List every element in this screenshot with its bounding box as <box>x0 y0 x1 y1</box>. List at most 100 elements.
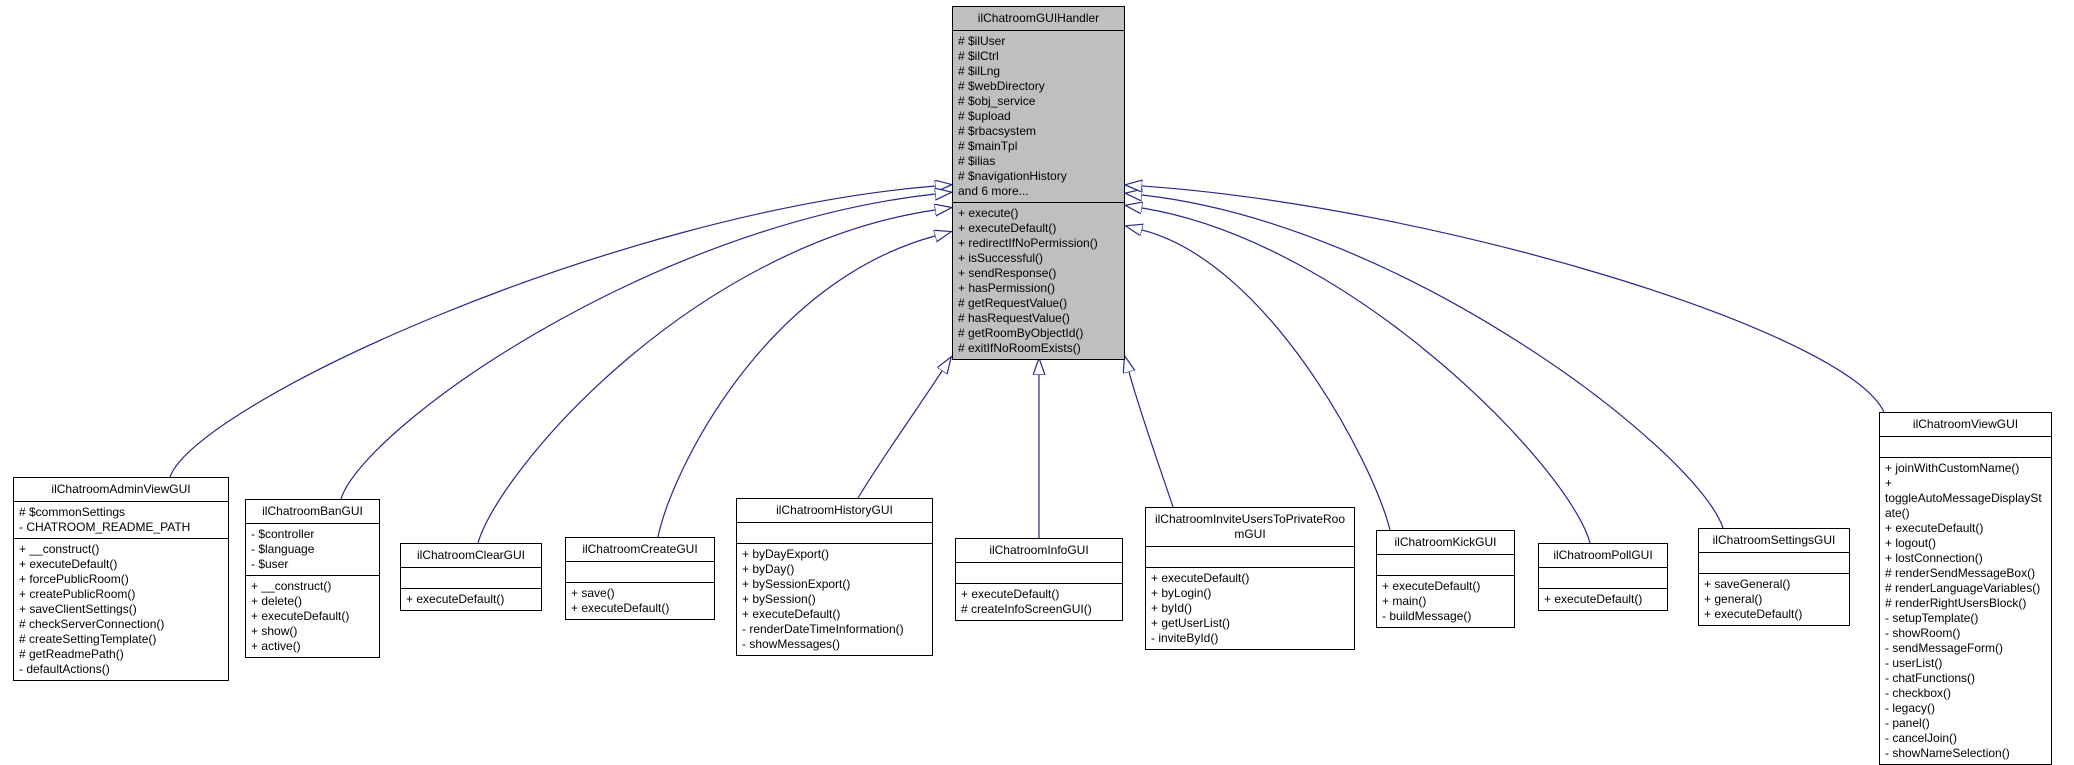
method-row: # exitIfNoRoomExists() <box>958 341 1081 355</box>
class-name[interactable]: ilChatroomViewGUI <box>1880 413 2051 437</box>
class-methods: + byDayExport()+ byDay()+ bySessionExpor… <box>737 544 932 655</box>
field-row: # $upload <box>958 109 1011 123</box>
method-row: - inviteById() <box>1151 631 1219 645</box>
field-row: and 6 more... <box>958 184 1029 198</box>
class-methods: + __construct()+ executeDefault()+ force… <box>14 539 228 680</box>
class-box-ilChatroomHistoryGUI[interactable]: ilChatroomHistoryGUI + byDayExport()+ by… <box>736 498 933 656</box>
field-row: - CHATROOM_README_PATH <box>19 520 191 534</box>
method-row: + __construct() <box>19 542 100 556</box>
method-row: + saveGeneral() <box>1704 577 1791 591</box>
class-name[interactable]: ilChatroomPollGUI <box>1539 544 1667 568</box>
class-name[interactable]: ilChatroomHistoryGUI <box>737 499 932 523</box>
method-row: + lostConnection() <box>1885 551 1983 565</box>
method-row: + show() <box>251 624 298 638</box>
class-box-ilChatroomInfoGUI[interactable]: ilChatroomInfoGUI + executeDefault()# cr… <box>955 538 1123 621</box>
method-row: + byDay() <box>742 562 795 576</box>
method-row: + executeDefault() <box>19 557 118 571</box>
class-box-ilChatroomGUIHandler[interactable]: ilChatroomGUIHandler # $ilUser# $ilCtrl#… <box>952 6 1125 360</box>
inheritance-edge <box>1142 186 1885 413</box>
class-box-ilChatroomClearGUI[interactable]: ilChatroomClearGUI + executeDefault() <box>400 543 542 611</box>
class-methods: + executeDefault() <box>401 589 541 610</box>
class-methods: + save()+ executeDefault() <box>566 583 714 619</box>
method-row: - chatFunctions() <box>1885 671 1976 685</box>
method-row: # getRoomByObjectId() <box>958 326 1084 340</box>
method-row: # renderLanguageVariables() <box>1885 581 2041 595</box>
class-methods: + __construct()+ delete()+ executeDefaul… <box>246 576 379 657</box>
class-fields <box>1699 553 1849 574</box>
class-name[interactable]: ilChatroomCreateGUI <box>566 538 714 562</box>
class-name[interactable]: ilChatroomSettingsGUI <box>1699 529 1849 553</box>
method-row: + executeDefault() <box>406 592 505 606</box>
method-row: + active() <box>251 639 301 653</box>
method-row: + delete() <box>251 594 303 608</box>
class-box-ilChatroomSettingsGUI[interactable]: ilChatroomSettingsGUI + saveGeneral()+ g… <box>1698 528 1850 626</box>
method-row: - cancelJoin() <box>1885 731 1958 745</box>
method-row: - setupTemplate() <box>1885 611 1979 625</box>
field-row: # $webDirectory <box>958 79 1045 93</box>
method-row: # renderRightUsersBlock() <box>1885 596 2027 610</box>
class-methods: + joinWithCustomName()+ toggleAutoMessag… <box>1880 458 2051 764</box>
method-row: # checkServerConnection() <box>19 617 165 631</box>
field-row: # $ilLng <box>958 64 1001 78</box>
method-row: + byLogin() <box>1151 586 1212 600</box>
method-row: + general() <box>1704 592 1763 606</box>
class-name[interactable]: ilChatroomInviteUsersToPrivateRoomGUI <box>1146 508 1354 547</box>
method-row: + hasPermission() <box>958 281 1056 295</box>
method-row: # getReadmePath() <box>19 647 124 661</box>
method-row: + toggleAutoMessageDisplayState() <box>1885 476 2042 520</box>
class-name[interactable]: ilChatroomKickGUI <box>1377 531 1514 555</box>
method-row: + redirectIfNoPermission() <box>958 236 1098 250</box>
class-box-ilChatroomKickGUI[interactable]: ilChatroomKickGUI + executeDefault()+ ma… <box>1376 530 1515 628</box>
method-row: - showNameSelection() <box>1885 746 2010 760</box>
method-row: - showRoom() <box>1885 626 1961 640</box>
field-row: # $commonSettings <box>19 505 126 519</box>
method-row: - userList() <box>1885 656 1943 670</box>
class-methods: + execute()+ executeDefault()+ redirectI… <box>953 203 1124 359</box>
class-fields: # $commonSettings- CHATROOM_README_PATH <box>14 502 228 539</box>
method-row: - checkbox() <box>1885 686 1952 700</box>
method-row: + forcePublicRoom() <box>19 572 129 586</box>
class-box-ilChatroomInviteUsersToPrivateRoomGUI[interactable]: ilChatroomInviteUsersToPrivateRoomGUI + … <box>1145 507 1355 650</box>
method-row: # getRequestValue() <box>958 296 1068 310</box>
method-row: # hasRequestValue() <box>958 311 1070 325</box>
class-name[interactable]: ilChatroomBanGUI <box>246 500 379 524</box>
method-row: - legacy() <box>1885 701 1936 715</box>
class-box-ilChatroomAdminViewGUI[interactable]: ilChatroomAdminViewGUI # $commonSettings… <box>13 477 229 681</box>
method-row: + executeDefault() <box>1151 571 1250 585</box>
method-row: + bySession() <box>742 592 816 606</box>
class-name[interactable]: ilChatroomClearGUI <box>401 544 541 568</box>
class-box-ilChatroomViewGUI[interactable]: ilChatroomViewGUI + joinWithCustomName()… <box>1879 412 2052 765</box>
method-row: + executeDefault() <box>1704 607 1803 621</box>
method-row: + saveClientSettings() <box>19 602 137 616</box>
method-row: - defaultActions() <box>19 662 110 676</box>
inheritance-edge <box>1129 372 1174 508</box>
inheritance-edge <box>657 236 935 538</box>
inheritance-edge <box>1142 195 1724 529</box>
class-name[interactable]: ilChatroomAdminViewGUI <box>14 478 228 502</box>
class-fields <box>1880 437 2051 458</box>
method-row: # createInfoScreenGUI() <box>961 602 1092 616</box>
method-row: + executeDefault() <box>571 601 670 615</box>
class-box-ilChatroomBanGUI[interactable]: ilChatroomBanGUI - $controller- $languag… <box>245 499 380 658</box>
method-row: + byDayExport() <box>742 547 830 561</box>
field-row: # $mainTpl <box>958 139 1018 153</box>
method-row: - panel() <box>1885 716 1930 730</box>
method-row: + executeDefault() <box>1544 592 1643 606</box>
class-fields <box>1377 555 1514 576</box>
class-methods: + executeDefault()+ byLogin()+ byId()+ g… <box>1146 568 1354 649</box>
method-row: + bySessionExport() <box>742 577 851 591</box>
method-row: # createSettingTemplate() <box>19 632 157 646</box>
method-row: + executeDefault() <box>742 607 841 621</box>
method-row: + executeDefault() <box>251 609 350 623</box>
method-row: + byId() <box>1151 601 1193 615</box>
method-row: + save() <box>571 586 615 600</box>
class-box-ilChatroomCreateGUI[interactable]: ilChatroomCreateGUI + save()+ executeDef… <box>565 537 715 620</box>
method-row: - buildMessage() <box>1382 609 1472 623</box>
class-name[interactable]: ilChatroomGUIHandler <box>953 7 1124 31</box>
class-box-ilChatroomPollGUI[interactable]: ilChatroomPollGUI + executeDefault() <box>1538 543 1668 611</box>
class-name[interactable]: ilChatroomInfoGUI <box>956 539 1122 563</box>
method-row: + executeDefault() <box>1382 579 1481 593</box>
inheritance-edge <box>857 371 942 499</box>
field-row: - $language <box>251 542 315 556</box>
